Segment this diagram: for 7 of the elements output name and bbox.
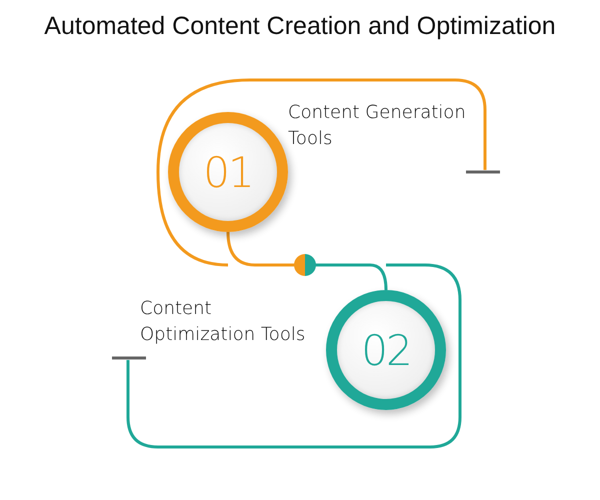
title: Automated Content Creation and Optimization [44,12,556,41]
step-number: 01 [203,148,253,196]
step-label: Content Generation Tools [288,101,467,151]
connector-line [226,232,388,290]
step-label: Content Optimization Tools [140,297,306,347]
number-circle [168,112,288,232]
step-number: 02 [361,326,411,374]
